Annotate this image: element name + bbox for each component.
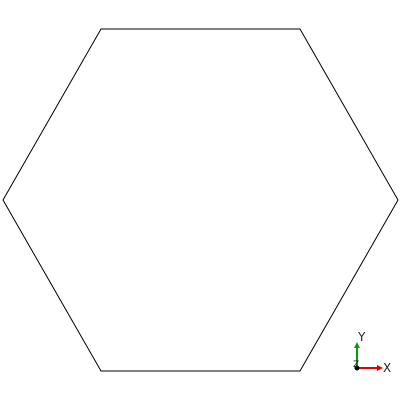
y-axis-label: Y: [357, 330, 366, 344]
axis-triad: Y Z X: [353, 330, 391, 375]
y-axis-arrow-head: [354, 342, 360, 348]
x-axis-arrow-head: [377, 365, 383, 371]
hexagon-outline[interactable]: [2, 28, 399, 372]
x-axis-label: X: [383, 361, 391, 375]
z-axis-label: Z: [353, 360, 359, 370]
triad-origin-dot: [354, 365, 360, 371]
